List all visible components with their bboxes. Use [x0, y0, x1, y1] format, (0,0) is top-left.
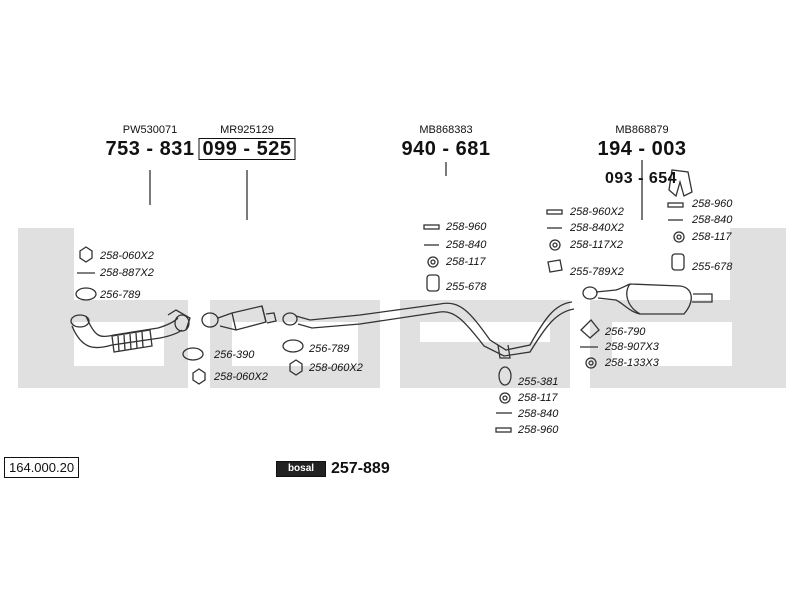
ref-label-4: MB868879	[615, 124, 669, 136]
front-pipe	[70, 309, 191, 353]
group7-part-3[interactable]: 258-133X3	[605, 357, 659, 369]
group3-part-1[interactable]: 256-789	[309, 343, 350, 355]
brand-part-number[interactable]: 257-889	[331, 460, 390, 477]
group7-part-1[interactable]: 256-790	[605, 326, 646, 338]
diagram-code: 164.000.20	[4, 457, 80, 478]
ref-label-2: MR925129	[220, 124, 274, 136]
part-number-2[interactable]: 099 - 525	[198, 138, 296, 160]
middle-pipe	[295, 301, 575, 359]
group5-part-3[interactable]: 258-117X2	[570, 239, 624, 251]
bosal-logo: bosal	[276, 461, 326, 477]
group5-part-2[interactable]: 258-840X2	[570, 222, 624, 234]
group3-part-2[interactable]: 258-060X2	[309, 362, 363, 374]
group5-part-4[interactable]: 255-789X2	[570, 266, 624, 278]
group8-part-4[interactable]: 258-960	[518, 424, 559, 436]
group8-part-2[interactable]: 258-117	[518, 392, 558, 404]
ref-label-1: PW530071	[122, 124, 178, 136]
catalytic-converter	[201, 305, 298, 331]
group7-part-2[interactable]: 258-907X3	[605, 341, 659, 353]
rear-silencer	[582, 283, 713, 315]
group6-part-2[interactable]: 258-840	[692, 214, 733, 226]
part-number-1[interactable]: 753 - 831	[105, 138, 195, 160]
part-number-3[interactable]: 940 - 681	[401, 138, 491, 160]
group6-part-1[interactable]: 258-960	[692, 198, 733, 210]
group6-part-4[interactable]: 255-678	[692, 261, 733, 273]
group1-part-3[interactable]: 256-789	[100, 289, 141, 301]
group1-part-2[interactable]: 258-887X2	[100, 267, 154, 279]
group5-part-1[interactable]: 258-960X2	[570, 206, 624, 218]
group2-part-1[interactable]: 256-390	[214, 349, 255, 361]
group1-part-1[interactable]: 258-060X2	[100, 250, 154, 262]
group8-part-1[interactable]: 255-381	[518, 376, 559, 388]
part-number-4[interactable]: 194 - 003	[597, 138, 687, 160]
hardware-icons	[75, 202, 685, 433]
group6-part-3[interactable]: 258-117	[692, 231, 732, 243]
group4-part-3[interactable]: 258-117	[446, 256, 486, 268]
hanger-bracket	[668, 169, 693, 198]
hanger-part-number[interactable]: 093 - 654	[604, 170, 678, 187]
group4-part-1[interactable]: 258-960	[446, 221, 487, 233]
ref-label-3: MB868383	[419, 124, 473, 136]
group8-part-3[interactable]: 258-840	[518, 408, 559, 420]
group4-part-2[interactable]: 258-840	[446, 239, 487, 251]
group2-part-2[interactable]: 258-060X2	[214, 371, 268, 383]
group4-part-4[interactable]: 255-678	[446, 281, 487, 293]
